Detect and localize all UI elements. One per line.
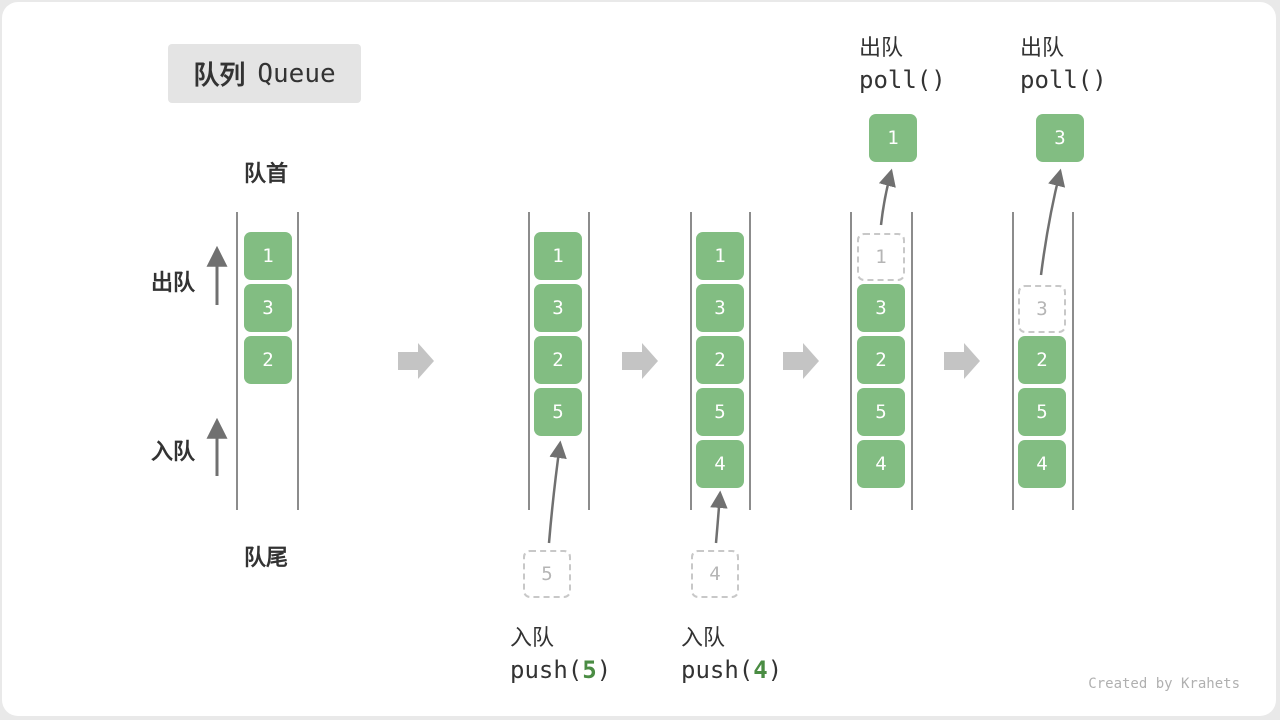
stage1-element: 3 bbox=[244, 284, 292, 332]
stage4-op-label: 出队 bbox=[859, 36, 904, 61]
stage2-element: 5 bbox=[534, 388, 582, 436]
stage3-element: 4 bbox=[696, 440, 744, 488]
stage5-op-code: poll() bbox=[1020, 66, 1107, 94]
stage2-op-code: push(5) bbox=[510, 656, 611, 684]
stage5-element: 5 bbox=[1018, 388, 1066, 436]
stage3-op-code: push(4) bbox=[681, 656, 782, 684]
stage4-element: 3 bbox=[857, 284, 905, 332]
stage3-element: 2 bbox=[696, 336, 744, 384]
stage3-element: 5 bbox=[696, 388, 744, 436]
stage1-element: 1 bbox=[244, 232, 292, 280]
stage5-right-rail bbox=[1072, 212, 1074, 510]
stage2-op-arg: 5 bbox=[582, 656, 597, 684]
stage5-op-label: 出队 bbox=[1020, 36, 1065, 61]
stage1-element: 2 bbox=[244, 336, 292, 384]
stage5-element: 4 bbox=[1018, 440, 1066, 488]
stage4-op-code: poll() bbox=[859, 66, 946, 94]
stage2-element: 3 bbox=[534, 284, 582, 332]
stage4-outgoing-element: 1 bbox=[869, 114, 917, 162]
stage4-removed-element: 1 bbox=[857, 233, 905, 281]
stage2-op-label: 入队 bbox=[510, 626, 555, 651]
stage4-element: 2 bbox=[857, 336, 905, 384]
stage4-right-rail bbox=[911, 212, 913, 510]
stage5-left-rail bbox=[1012, 212, 1014, 510]
stage3-incoming-element: 4 bbox=[691, 550, 739, 598]
title-en: Queue bbox=[257, 58, 336, 89]
stage4-element: 5 bbox=[857, 388, 905, 436]
stage3-left-rail bbox=[690, 212, 692, 510]
stage2-left-rail bbox=[528, 212, 530, 510]
stage2-right-rail bbox=[588, 212, 590, 510]
enqueue-direction-label: 入队 bbox=[151, 440, 196, 465]
queue-rear-label: 队尾 bbox=[244, 546, 289, 571]
stage4-left-rail bbox=[850, 212, 852, 510]
stage1-left-rail bbox=[236, 212, 238, 510]
stage2-op-fn: push( bbox=[510, 656, 583, 684]
stage2-element: 2 bbox=[534, 336, 582, 384]
credit-text: Created by Krahets bbox=[1088, 676, 1240, 692]
stage3-op-fn: push( bbox=[681, 656, 754, 684]
title-cn: 队列 bbox=[193, 61, 246, 91]
stage2-incoming-element: 5 bbox=[523, 550, 571, 598]
stage3-op-end: ) bbox=[767, 656, 783, 684]
stage3-op-label: 入队 bbox=[681, 626, 726, 651]
queue-front-label: 队首 bbox=[244, 162, 289, 187]
stage5-outgoing-element: 3 bbox=[1036, 114, 1084, 162]
stage3-right-rail bbox=[749, 212, 751, 510]
stage3-element: 3 bbox=[696, 284, 744, 332]
stage3-element: 1 bbox=[696, 232, 744, 280]
dequeue-direction-label: 出队 bbox=[151, 271, 196, 296]
stage1-right-rail bbox=[297, 212, 299, 510]
stage3-op-arg: 4 bbox=[753, 656, 768, 684]
title-badge: 队列 Queue bbox=[168, 44, 361, 103]
stage5-removed-element: 3 bbox=[1018, 285, 1066, 333]
stage2-op-end: ) bbox=[596, 656, 612, 684]
stage2-element: 1 bbox=[534, 232, 582, 280]
stage5-element: 2 bbox=[1018, 336, 1066, 384]
stage4-element: 4 bbox=[857, 440, 905, 488]
